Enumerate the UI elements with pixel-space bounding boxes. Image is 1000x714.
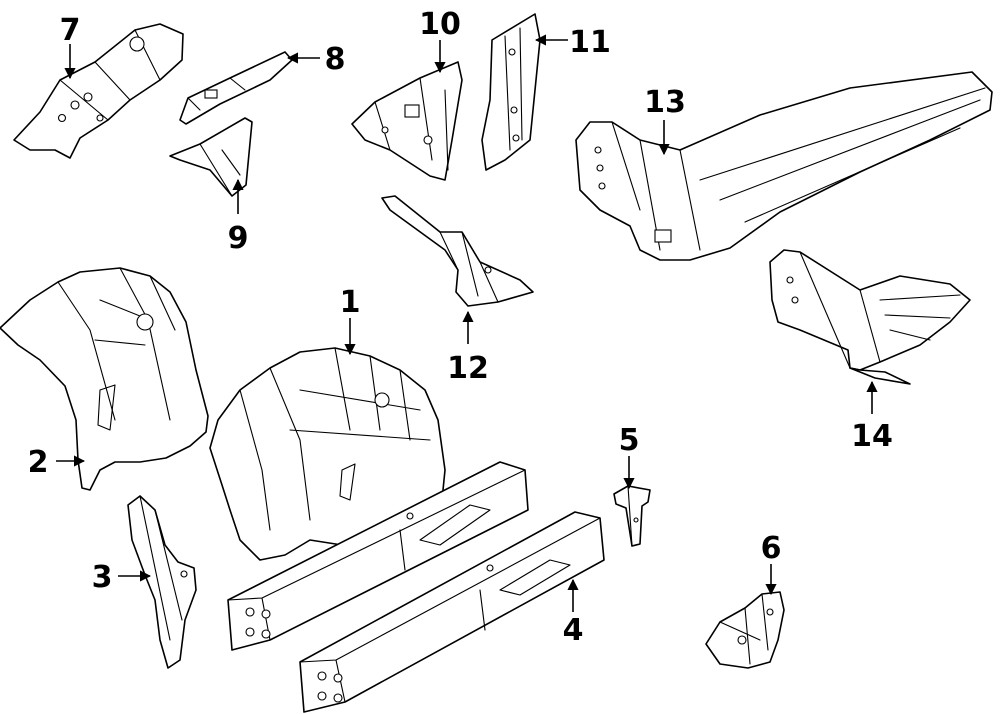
part-4-frame-rail bbox=[299, 511, 605, 713]
callout-14: 14 bbox=[851, 419, 893, 454]
callout-4: 4 bbox=[563, 613, 584, 648]
callout-3: 3 bbox=[92, 560, 113, 595]
leader-lines bbox=[56, 34, 878, 612]
callout-2: 2 bbox=[28, 445, 49, 480]
callout-11: 11 bbox=[569, 25, 611, 60]
callout-6: 6 bbox=[761, 531, 782, 566]
part-13-rail bbox=[575, 71, 993, 261]
callout-13: 13 bbox=[644, 85, 686, 120]
callout-labels: 1 2 3 4 5 6 7 8 9 10 11 12 13 14 bbox=[28, 7, 893, 648]
part-8-bracket bbox=[179, 51, 293, 125]
callout-10: 10 bbox=[419, 7, 461, 42]
callout-5: 5 bbox=[619, 423, 640, 458]
part-9-gusset bbox=[169, 117, 253, 197]
part-6-mount bbox=[705, 591, 785, 669]
callout-12: 12 bbox=[447, 351, 489, 386]
part-7-cowl-panel bbox=[13, 23, 184, 159]
part-14-rail-section bbox=[769, 249, 971, 385]
callout-8: 8 bbox=[325, 42, 346, 77]
part-5-bracket bbox=[613, 485, 651, 547]
part-2-wheelhouse bbox=[0, 267, 209, 491]
callout-7: 7 bbox=[60, 13, 81, 48]
callout-1: 1 bbox=[340, 285, 361, 320]
callout-9: 9 bbox=[228, 221, 249, 256]
part-3-bracket bbox=[127, 495, 197, 669]
part-10-panel bbox=[351, 61, 463, 181]
part-1-apron-assembly bbox=[209, 347, 529, 651]
part-12-support bbox=[381, 195, 534, 307]
part-11-pillar bbox=[481, 13, 541, 171]
